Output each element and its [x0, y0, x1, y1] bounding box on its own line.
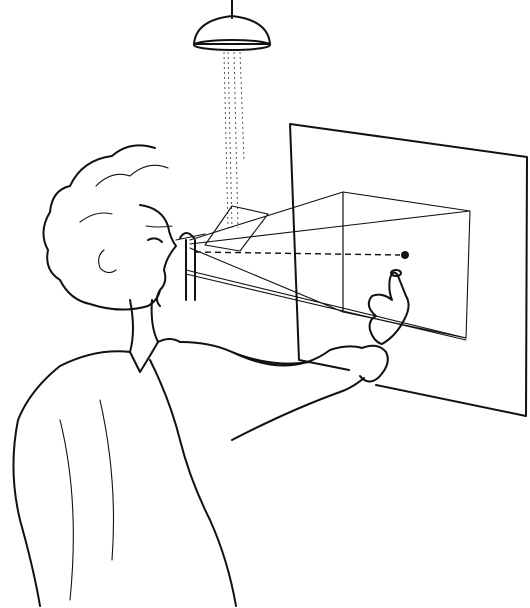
pointing-hand [369, 270, 409, 344]
person [13, 145, 387, 606]
screen-panel [290, 124, 527, 416]
light-beam [224, 52, 244, 228]
viewing-frustum [186, 192, 470, 340]
lamp-icon [194, 0, 270, 50]
fixation-target [195, 251, 409, 259]
target-dot [401, 251, 409, 259]
